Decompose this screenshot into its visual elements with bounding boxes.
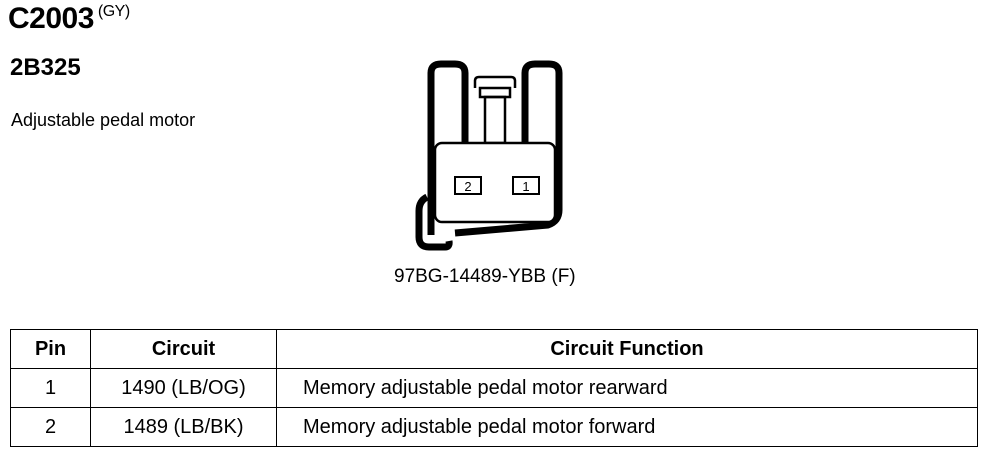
lock-tab [473, 75, 517, 88]
pin-label-2: 2 [464, 179, 471, 194]
cell-circuit: 1490 (LB/OG) [90, 368, 277, 408]
cell-circuit-function: Memory adjustable pedal motor rearward [276, 368, 978, 408]
connector-id: C2003(GY) [8, 2, 130, 36]
pin-label-1: 1 [522, 179, 529, 194]
header-circuit-function: Circuit Function [276, 329, 978, 369]
header-pin: Pin [10, 329, 91, 369]
connector-face-diagram: 2 1 [415, 60, 563, 251]
table-row: 2 1489 (LB/BK) Memory adjustable pedal m… [10, 407, 978, 447]
table-row: 1 1490 (LB/OG) Memory adjustable pedal m… [10, 368, 978, 408]
connector-id-text: C2003 [8, 2, 94, 35]
connector-body [433, 141, 557, 224]
pin-table: Pin Circuit Circuit Function 1 1490 (LB/… [10, 329, 978, 447]
lock-tab-inner [478, 86, 512, 99]
cell-pin: 2 [10, 407, 91, 447]
part-number: 2B325 [10, 54, 81, 81]
connector-color: (GY) [97, 3, 130, 20]
right-latch-arm [454, 60, 563, 237]
table-header-row: Pin Circuit Circuit Function [10, 329, 978, 369]
component-description: Adjustable pedal motor [11, 110, 196, 130]
header-circuit: Circuit [90, 329, 277, 369]
lock-tab-stem [483, 95, 507, 145]
cell-pin: 1 [10, 368, 91, 408]
pin-cavity-2 [454, 176, 482, 195]
pin-cavity-1 [512, 176, 540, 195]
connector-part-number: 97BG-14489-YBB (F) [394, 266, 576, 287]
left-foot [415, 193, 453, 251]
cell-circuit-function: Memory adjustable pedal motor forward [276, 407, 978, 447]
cell-circuit: 1489 (LB/BK) [90, 407, 277, 447]
left-latch-arm [427, 60, 469, 235]
